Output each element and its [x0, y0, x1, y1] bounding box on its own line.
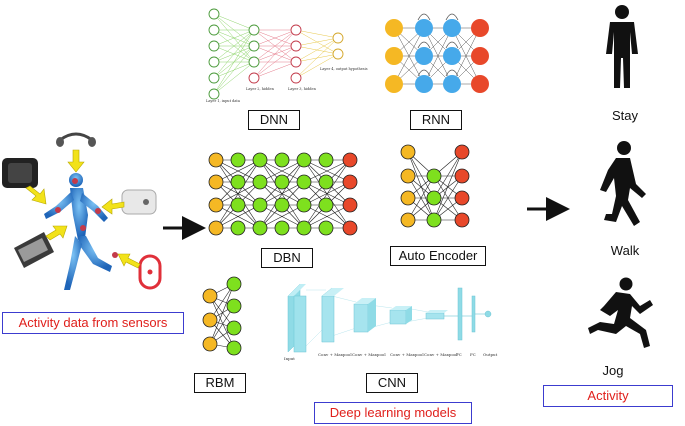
- stay-silhouette-icon: [606, 5, 638, 88]
- dnn-layer1-label: Layer 1, input data: [206, 99, 240, 103]
- wrist-band-sensor-icon: [121, 189, 157, 215]
- headphone-sensor-icon: [56, 132, 96, 147]
- human-body-figure: [44, 173, 112, 290]
- ring-sensor-icon: [138, 254, 162, 290]
- jog-label: Jog: [602, 363, 624, 378]
- cnn-layer-label: Conv + Maxpool: [352, 352, 386, 357]
- dbn-label: DBN: [261, 248, 313, 268]
- autoencoder-network: [400, 144, 470, 228]
- sensor-arrows: [25, 149, 141, 269]
- cnn-layer-label: Input: [284, 356, 295, 361]
- cnn-network: Input Conv + Maxpool Conv + Maxpool Conv…: [284, 283, 498, 361]
- walk-label: Walk: [610, 243, 640, 258]
- rbm-network: [202, 276, 242, 356]
- dnn-label: DNN: [248, 110, 300, 130]
- dnn-network: Layer 1, input data Layer 2, hidden Laye…: [206, 8, 368, 103]
- cnn-layer-label: Conv + Maxpool: [318, 352, 352, 357]
- rnn-network: [385, 13, 489, 93]
- dnn-layer2-label: Layer 2, hidden: [246, 87, 275, 91]
- smartwatch-sensor-icon: [2, 158, 38, 188]
- activity-section-label: Activity: [543, 385, 673, 407]
- stay-label: Stay: [611, 108, 638, 123]
- models-section-label: Deep learning models: [314, 402, 472, 424]
- dnn-layer4-label: Layer 4, output hypothesis: [320, 67, 368, 71]
- sensor-markers: [55, 178, 118, 258]
- sensor-illustration: [2, 132, 162, 290]
- cnn-layer-label: FC: [470, 352, 476, 357]
- cnn-label: CNN: [366, 373, 418, 393]
- cnn-layer-label: FC: [456, 352, 462, 357]
- cnn-layer-label: Conv + Maxpool: [390, 352, 424, 357]
- jog-silhouette-icon: [588, 277, 653, 348]
- rbm-label: RBM: [194, 373, 246, 393]
- phone-sensor-icon: [14, 232, 54, 268]
- cnn-layer-label: Conv + Maxpool: [424, 352, 458, 357]
- dnn-layer3-label: Layer 3, hidden: [288, 87, 317, 91]
- dbn-network: [208, 152, 358, 236]
- autoencoder-label: Auto Encoder: [390, 246, 486, 266]
- rnn-label: RNN: [410, 110, 462, 130]
- cnn-layer-label: Output: [483, 352, 498, 357]
- sensors-section-label: Activity data from sensors: [2, 312, 184, 334]
- walk-silhouette-icon: [600, 141, 646, 226]
